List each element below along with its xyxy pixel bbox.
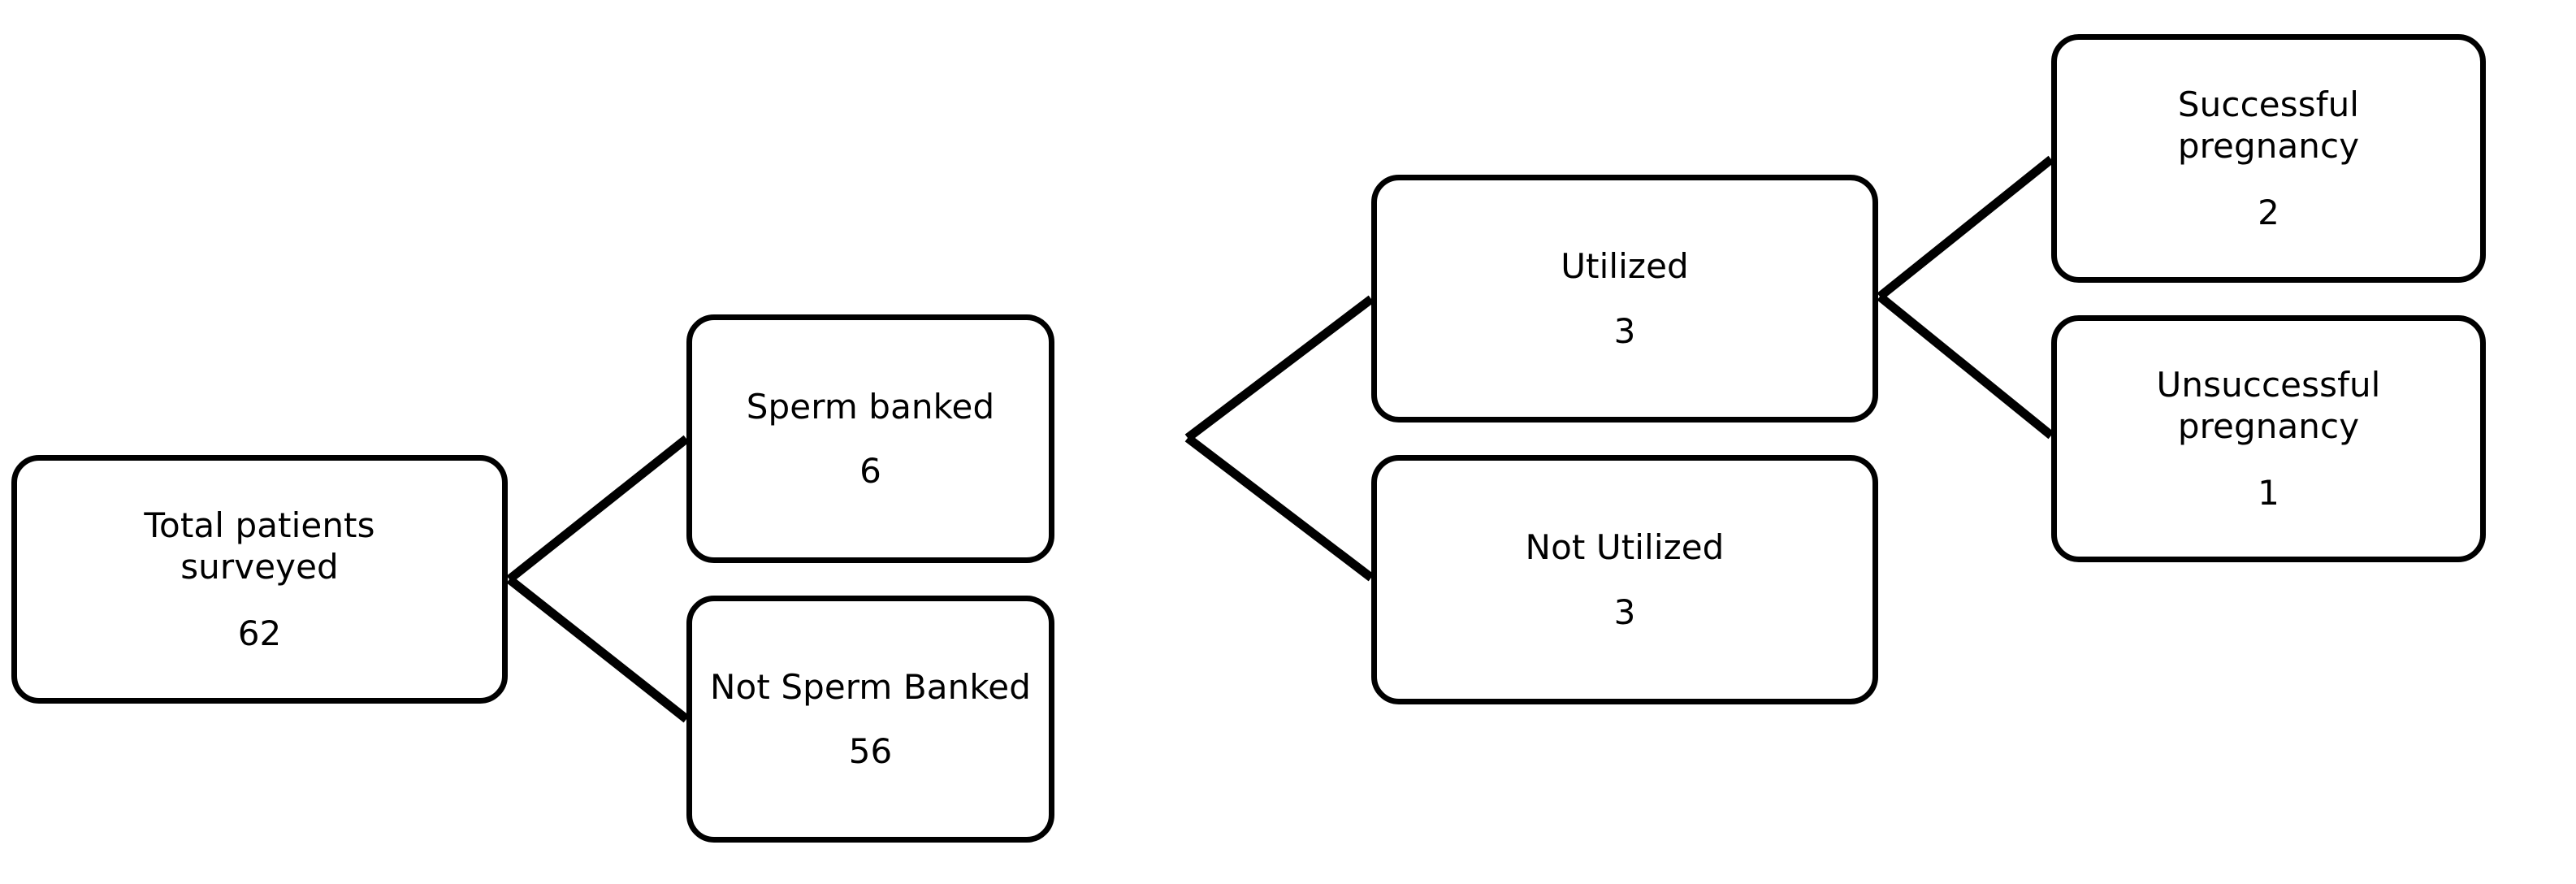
node-sperm-banked[interactable]: Sperm banked 6 <box>686 314 1054 563</box>
edge-total-to-banked <box>506 435 690 583</box>
node-value: 3 <box>1613 310 1636 351</box>
edge-total-to-not-banked <box>506 575 690 723</box>
node-utilized[interactable]: Utilized 3 <box>1371 175 1878 422</box>
node-successful-pregnancy[interactable]: Successful pregnancy 2 <box>2051 34 2486 283</box>
node-label: Not Sperm Banked <box>710 666 1031 707</box>
node-unsuccessful-pregnancy[interactable]: Unsuccessful pregnancy 1 <box>2051 315 2486 562</box>
edge-utilized-to-unsuccess <box>1877 292 2054 440</box>
node-label: Sperm banked <box>746 386 995 427</box>
node-label: Total patients surveyed <box>144 505 375 587</box>
node-value: 6 <box>859 451 881 491</box>
node-not-sperm-banked[interactable]: Not Sperm Banked 56 <box>686 596 1054 843</box>
node-total-patients-surveyed[interactable]: Total patients surveyed 62 <box>11 455 508 704</box>
node-value: 56 <box>848 731 893 771</box>
node-label: Not Utilized <box>1525 527 1725 568</box>
node-value: 3 <box>1613 592 1636 632</box>
edge-banked-to-utilized <box>1184 295 1375 442</box>
edge-banked-to-not-utilized <box>1184 434 1375 582</box>
node-label: Successful pregnancy <box>2177 84 2360 167</box>
node-label: Utilized <box>1561 246 1689 287</box>
node-value: 1 <box>2258 472 2279 513</box>
node-not-utilized[interactable]: Not Utilized 3 <box>1371 455 1878 704</box>
edge-utilized-to-success <box>1877 155 2054 301</box>
node-label: Unsuccessful pregnancy <box>2156 365 2381 447</box>
node-value: 2 <box>2258 192 2279 232</box>
node-value: 62 <box>237 613 282 653</box>
